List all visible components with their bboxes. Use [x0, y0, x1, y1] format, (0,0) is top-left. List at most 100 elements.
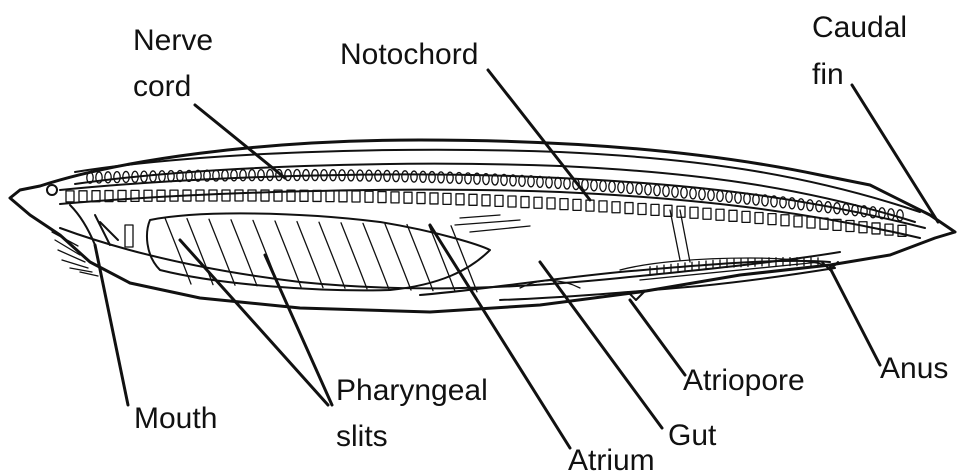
label-gut: Gut [668, 419, 717, 452]
notochord-segment [352, 191, 360, 202]
notochord-segment [560, 199, 568, 210]
notochord-segment [79, 191, 87, 202]
leader-gut [540, 262, 662, 428]
leader-atriopore [630, 300, 685, 375]
nerve-cord-ring [564, 178, 570, 189]
nerve-cord-ring [645, 184, 651, 195]
gut-and-atrium [420, 210, 835, 300]
notochord-segment [131, 190, 139, 201]
notochord-segment [625, 203, 633, 214]
notochord-segment [586, 200, 594, 211]
nerve-cord-ring [258, 170, 264, 181]
notochord-segment [417, 193, 425, 204]
label-pharyngeal-slits-2: slits [336, 420, 388, 453]
notochord-segment [144, 190, 152, 201]
notochord-segment [742, 211, 750, 222]
nerve-cord-ring [897, 210, 903, 221]
nerve-cord-ring [168, 171, 174, 182]
nerve-cord-ring [807, 200, 813, 211]
labels: Nerve cord Notochord Caudal fin Mouth Ph… [133, 11, 948, 476]
pharyngeal-slit [297, 222, 323, 288]
notochord-segment [534, 197, 542, 208]
leader-slits-b [265, 255, 332, 405]
nerve-cord-ring [618, 182, 624, 193]
pharyngeal-slit [319, 222, 345, 288]
label-caudal-fin-1: Caudal [812, 11, 907, 44]
nerve-cord-ring [159, 171, 165, 182]
nerve-cord [75, 150, 920, 222]
label-atriopore: Atriopore [683, 364, 805, 397]
notochord-segment [365, 191, 373, 202]
label-pharyngeal-slits-1: Pharyngeal [336, 374, 488, 407]
nerve-cord-ring [627, 183, 633, 194]
notochord-segment [508, 196, 516, 207]
nerve-cord-ring [438, 172, 444, 183]
notochord-segment [326, 191, 334, 202]
pharyngeal-slit [275, 221, 301, 287]
notochord-segment [222, 190, 230, 201]
leader-mouth [95, 245, 128, 405]
notochord-segment [547, 198, 555, 209]
nerve-cord-ring [555, 177, 561, 188]
notochord-segment [469, 194, 477, 205]
notochord-segment [612, 202, 620, 213]
pharyngeal-slit [231, 220, 257, 286]
nerve-cord-ring [636, 183, 642, 194]
label-atrium: Atrium [568, 444, 655, 476]
nerve-cord-ring [402, 171, 408, 182]
label-mouth: Mouth [134, 402, 217, 435]
nerve-cord-ring [708, 190, 714, 201]
leader-nerve-cord [195, 105, 285, 178]
body-outline [10, 140, 955, 312]
label-nerve-cord-1: Nerve [133, 24, 213, 57]
nerve-cord-ring [735, 192, 741, 203]
notochord-segment [638, 203, 646, 214]
notochord-segment [781, 215, 789, 226]
nerve-cord-ring [150, 171, 156, 182]
nerve-cord-ring [366, 170, 372, 181]
notochord-segment [209, 190, 217, 201]
leader-anus [830, 268, 880, 365]
nerve-cord-ring [654, 185, 660, 196]
label-notochord: Notochord [340, 38, 478, 71]
label-nerve-cord-2: cord [133, 70, 191, 103]
notochord-segment [235, 190, 243, 201]
notochord-segment [66, 191, 74, 202]
notochord-segment [716, 209, 724, 220]
notochord-segment [482, 195, 490, 206]
nerve-cord-ring [591, 180, 597, 191]
notochord-segment [391, 192, 399, 203]
nerve-cord-ring [717, 190, 723, 201]
notochord-segment [339, 191, 347, 202]
notochord-segment [248, 190, 256, 201]
notochord-segment [807, 217, 815, 228]
label-anus: Anus [880, 352, 948, 385]
nerve-cord-ring [600, 180, 606, 191]
nerve-cord-ring [690, 188, 696, 199]
nerve-cord-ring [681, 187, 687, 198]
nerve-cord-ring [726, 191, 732, 202]
notochord-segment [729, 210, 737, 221]
nerve-cord-ring [375, 170, 381, 181]
notochord-segment [404, 192, 412, 203]
notochord-segment [794, 216, 802, 227]
notochord-segment [456, 194, 464, 205]
leader-caudal-fin [852, 85, 938, 222]
notochord-segment [768, 214, 776, 225]
nerve-cord-ring [105, 172, 111, 183]
nerve-cord-ring [699, 189, 705, 200]
nerve-cord-ring [393, 171, 399, 182]
notochord-segment [651, 204, 659, 215]
pharyngeal-slit [341, 223, 367, 289]
leader-atrium [430, 225, 570, 448]
nerve-cord-ring [609, 181, 615, 192]
nerve-cord-ring [240, 170, 246, 181]
notochord-segment [443, 193, 451, 204]
pharyngeal-slit [363, 223, 389, 289]
notochord-segment [495, 195, 503, 206]
notochord-segment [157, 190, 165, 201]
label-caudal-fin-2: fin [812, 58, 844, 91]
notochord-segment [573, 199, 581, 210]
nerve-cord-ring [411, 171, 417, 182]
pharynx [147, 213, 490, 291]
